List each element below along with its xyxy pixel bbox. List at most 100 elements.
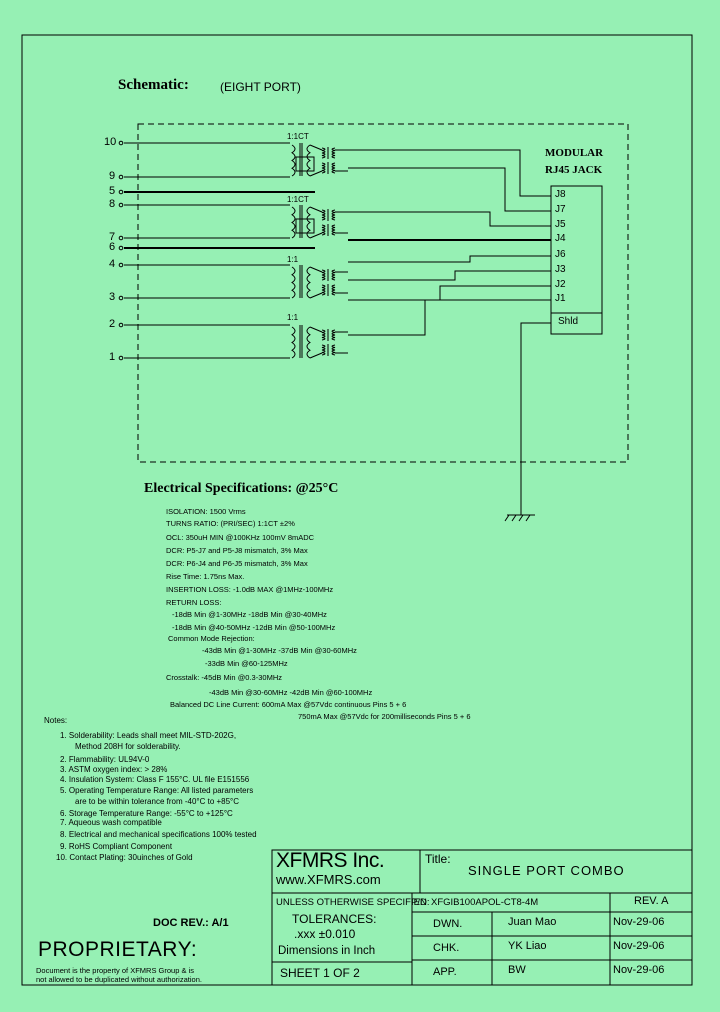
- pin-label: 5: [109, 185, 116, 197]
- pin-terminal: [118, 245, 124, 251]
- wire-j7: [348, 167, 551, 212]
- ground-tick-3: [518, 514, 524, 522]
- ground-tick-2: [511, 514, 517, 522]
- ground-tick-1: [504, 514, 510, 522]
- pin-terminal: [118, 174, 124, 180]
- winding-link: [309, 170, 323, 177]
- schematic-box: [137, 123, 629, 463]
- transformers: [291, 143, 348, 359]
- spec-line: -43dB Min @1-30MHz -37dB Min @30-60MHz: [202, 646, 357, 655]
- winding-link: [309, 206, 323, 213]
- pin-lines: [118, 140, 290, 361]
- pin-terminal: [118, 322, 124, 328]
- transformer-coil: [321, 162, 326, 174]
- app-label: APP.: [433, 966, 457, 978]
- transformer-coil: [321, 224, 326, 236]
- pin-label: 1: [109, 351, 116, 363]
- pin-terminal: [118, 262, 124, 268]
- electrical-heading: Electrical Specifications: @25°C: [144, 481, 339, 496]
- winding-link: [309, 144, 323, 151]
- transformer-coil: [331, 147, 336, 159]
- note-item: 5. Operating Temperature Range: All list…: [60, 786, 254, 795]
- pin-label: 8: [109, 198, 116, 210]
- pin-terminal: [118, 235, 124, 241]
- winding-link: [309, 326, 323, 333]
- spec-line: DCR: P6-J4 and P6-J5 mismatch, 3% Max: [166, 559, 308, 568]
- xfmr-label-3: 1:1: [287, 255, 299, 264]
- xfmr-label-1: 1:1CT: [287, 132, 309, 141]
- center-tap-box: [295, 218, 315, 234]
- note-item: 2. Flammability: UL94V-0: [60, 755, 150, 764]
- transformer-coil: [321, 284, 326, 296]
- note-item: 7. Aqueous wash compatible: [60, 818, 162, 827]
- spec-line: Crosstalk: -45dB Min @0.3-30MHz: [166, 673, 282, 682]
- pin-terminal: [118, 189, 124, 195]
- winding-link: [309, 352, 323, 359]
- proprietary-text-2: not allowed to be duplicated without aut…: [36, 975, 202, 984]
- chk-date: Nov-29-06: [613, 940, 665, 952]
- transformer-coil: [306, 326, 311, 359]
- note-item: 1. Solderability: Leads shall meet MIL-S…: [60, 731, 237, 740]
- revision: REV. A: [634, 895, 669, 907]
- transformer-coil: [331, 269, 336, 281]
- schematic-subtitle: (EIGHT PORT): [220, 80, 301, 94]
- spec-line: -18dB Min @40-50MHz -12dB Min @50-100MHz: [172, 623, 336, 632]
- title-value: SINGLE PORT COMBO: [468, 863, 625, 878]
- part-number: XFGIB100APOL-CT8-4M: [431, 897, 539, 908]
- unless-specified: UNLESS OTHERWISE SPECIFIED: [276, 897, 427, 908]
- transformer-coil: [321, 147, 326, 159]
- pin-label: 2: [109, 318, 116, 330]
- spec-line: TURNS RATIO: (PRI/SEC) 1:1CT ±2%: [166, 519, 295, 528]
- note-item: 10. Contact Plating: 30uinches of Gold: [56, 853, 193, 862]
- proprietary-text-1: Document is the property of XFMRS Group …: [36, 966, 194, 975]
- jack-title-2: RJ45 JACK: [545, 164, 603, 176]
- note-item: 4. Insulation System: Class F 155°C. UL …: [60, 775, 250, 784]
- jack-pin-label: J6: [555, 249, 566, 260]
- note-item: 6. Storage Temperature Range: -55°C to +…: [60, 809, 233, 818]
- winding-link: [309, 292, 323, 299]
- spec-line: INSERTION LOSS: -1.0dB MAX @1MHz-100MHz: [166, 585, 334, 594]
- jack-pin-label: J7: [555, 204, 566, 215]
- pn-label: P/N:: [411, 897, 430, 908]
- notes-heading: Notes:: [44, 716, 68, 725]
- jack-title-1: MODULAR: [545, 147, 604, 159]
- transformer-coil: [331, 329, 336, 341]
- transformer-coil: [331, 209, 336, 221]
- transformer-coil: [321, 209, 326, 221]
- wire-j2: [348, 285, 551, 301]
- transformer-coil: [331, 162, 336, 174]
- tolerance-value: .xxx ±0.010: [294, 927, 356, 941]
- jack-pin-label: J3: [555, 264, 566, 275]
- jack-shield-label: Shld: [558, 316, 579, 327]
- wire-j8: [348, 149, 551, 197]
- tolerances-label: TOLERANCES:: [292, 912, 377, 926]
- proprietary-heading: PROPRIETARY:: [38, 938, 198, 961]
- spec-line: OCL: 350uH MIN @100KHz 100mV 8mADC: [166, 533, 315, 542]
- app-date: Nov-29-06: [613, 964, 665, 976]
- dimensions-unit: Dimensions in Inch: [278, 945, 376, 957]
- wire-j5: [348, 211, 551, 227]
- jack-pin-label: J5: [555, 219, 566, 230]
- pin-terminal: [118, 355, 124, 361]
- transformer-coil: [291, 144, 296, 177]
- app-name: BW: [508, 964, 526, 976]
- sheet-number: SHEET 1 OF 2: [280, 966, 360, 980]
- jack-pin-label: J2: [555, 279, 566, 290]
- pin-label: 9: [109, 170, 116, 182]
- transformer-coil: [306, 266, 311, 299]
- spec-line: ISOLATION: 1500 Vrms: [166, 507, 246, 516]
- xfmr-label-4: 1:1: [287, 313, 299, 322]
- transformer-coil: [321, 344, 326, 356]
- transformer-coil: [331, 224, 336, 236]
- dwn-date: Nov-29-06: [613, 916, 665, 928]
- spec-line: Common Mode Rejection:: [168, 634, 255, 643]
- dwn-label: DWN.: [433, 918, 463, 930]
- company-website: www.XFMRS.com: [276, 872, 381, 887]
- transformer-coil: [321, 269, 326, 281]
- pin-label: 10: [104, 136, 117, 148]
- chk-name: YK Liao: [508, 940, 547, 952]
- company-name: XFMRS Inc.: [276, 849, 385, 872]
- note-item: 3. ASTM oxygen index: > 28%: [60, 765, 168, 774]
- spec-line: Balanced DC Line Current: 600mA Max @57V…: [170, 700, 407, 709]
